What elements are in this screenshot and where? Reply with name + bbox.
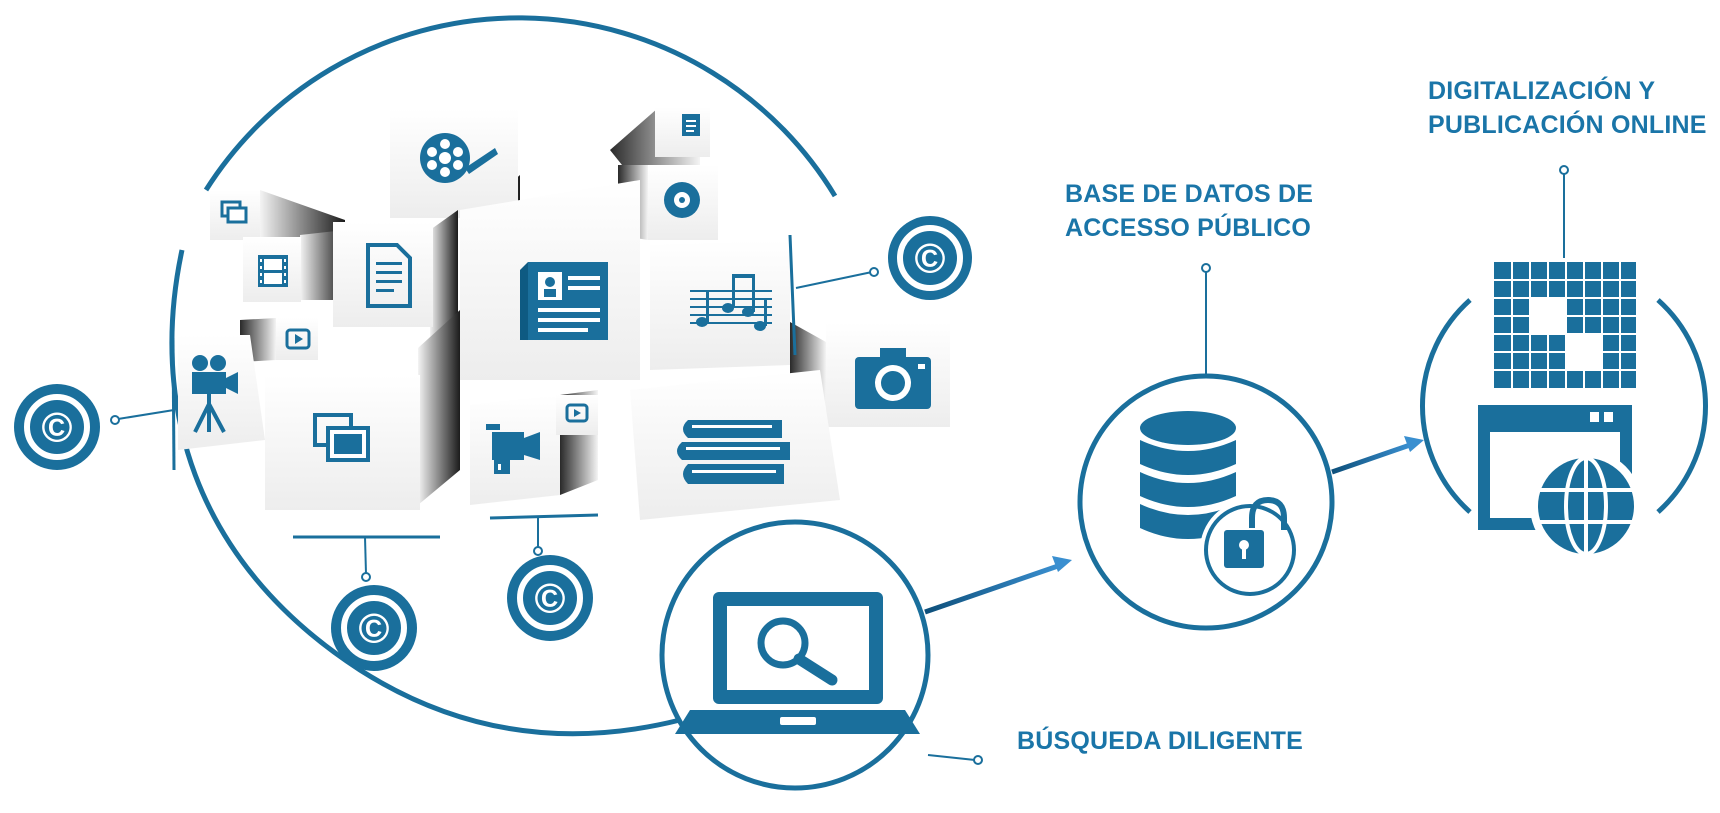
copy-icon	[220, 200, 248, 224]
digitization-node	[1420, 262, 1708, 562]
search-label-text: BÚSQUEDA DILIGENTE	[1017, 727, 1304, 755]
photo-stack-icon	[313, 413, 370, 462]
arrow-database-to-digitization	[1331, 436, 1424, 475]
copyright-symbol: ©	[915, 235, 946, 282]
music-notes-icon	[690, 274, 772, 331]
laptop-search-icon	[675, 592, 920, 734]
database-node	[1077, 373, 1335, 631]
cube-play-small	[240, 318, 318, 362]
cd-icon	[664, 182, 700, 218]
document-icon	[682, 114, 700, 136]
copyright-badge-right: ©	[888, 216, 972, 300]
web-globe-icon	[1478, 405, 1642, 562]
search-label: BÚSQUEDA DILIGENTE	[1017, 724, 1303, 758]
copyright-badge-bottom-middle: ©	[507, 555, 593, 641]
copyright-symbol: ©	[359, 605, 390, 652]
cube-books	[630, 370, 840, 520]
text-document-icon	[366, 243, 412, 308]
digitization-label: DIGITALIZACIÓN Y PUBLICACIÓN ONLINE	[1428, 74, 1707, 142]
video-play-icon	[285, 328, 311, 350]
cube-photo-stack	[265, 310, 460, 510]
digitization-label-line1: DIGITALIZACIÓN Y	[1428, 77, 1656, 105]
cube-movie-camera	[178, 335, 265, 450]
database-label: BASE DE DATOS DE ACCESSO PÚBLICO	[1065, 177, 1313, 245]
copyright-symbol: ©	[42, 404, 73, 451]
books-icon	[677, 420, 790, 484]
cube-music	[650, 240, 790, 370]
film-reel-icon	[420, 133, 498, 183]
cube-camcorder	[470, 390, 598, 505]
copyright-badge-bottom-left: ©	[331, 585, 417, 671]
cube-newspaper	[460, 180, 640, 380]
copyright-badge-left: ©	[14, 384, 100, 470]
film-strip-icon	[258, 255, 288, 287]
mosaic-image-icon	[1494, 262, 1636, 388]
video-play-icon-small	[565, 403, 589, 423]
database-label-line2: ACCESSO PÚBLICO	[1065, 214, 1312, 242]
arrow-search-to-database	[924, 556, 1072, 615]
database-label-line1: BASE DE DATOS DE	[1065, 180, 1314, 208]
newspaper-icon	[520, 262, 608, 340]
camcorder-icon	[486, 424, 540, 474]
big-circle-outline	[203, 15, 838, 198]
cube-film-strip	[243, 230, 345, 302]
movie-camera-icon	[192, 355, 238, 433]
cube-text-document	[333, 210, 458, 350]
camera-icon	[855, 348, 931, 409]
search-node	[659, 519, 931, 791]
copyright-symbol: ©	[535, 575, 566, 622]
database-unlocked-icon	[1140, 411, 1300, 600]
digitization-label-line2: PUBLICACIÓN ONLINE	[1428, 111, 1707, 139]
